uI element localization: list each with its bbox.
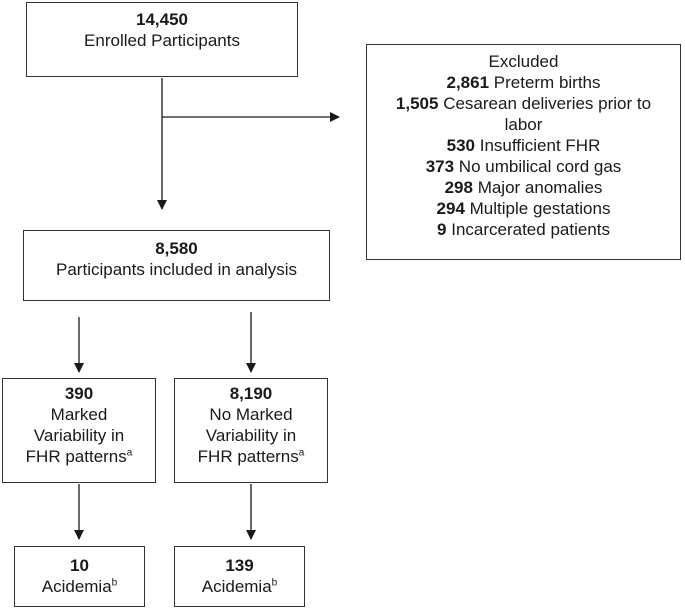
acidemia-marked-box: 10 Acidemiab: [14, 546, 145, 607]
marked-variability-box: 390 Marked Variability in FHR patternsa: [2, 378, 156, 483]
footnote-b: b: [111, 577, 118, 589]
acidemia-no-marked-box: 139 Acidemiab: [174, 546, 305, 607]
marked-line3: FHR patternsa: [3, 446, 155, 467]
excluded-item: 9 Incarcerated patients: [367, 219, 680, 240]
excluded-label: Insufficient FHR: [479, 136, 601, 155]
excluded-count: 9: [437, 220, 447, 239]
no-marked-line2: Variability in: [205, 426, 297, 445]
included-count: 8,580: [155, 239, 198, 258]
excluded-label: Major anomalies: [477, 178, 603, 197]
footnote-b: b: [271, 577, 278, 589]
acidemia-marked-label: Acidemia: [41, 577, 112, 596]
excluded-count: 373: [425, 157, 455, 176]
enrolled-count: 14,450: [136, 10, 188, 29]
acidemia-marked-line: Acidemiab: [15, 576, 144, 597]
excluded-title: Excluded: [488, 52, 559, 71]
acidemia-marked-count: 10: [70, 556, 89, 575]
excluded-item: 294 Multiple gestations: [367, 198, 680, 219]
no-marked-line3-text: FHR patterns: [197, 447, 299, 466]
acidemia-no-marked-label: Acidemia: [201, 577, 272, 596]
marked-line3-text: FHR patterns: [25, 447, 127, 466]
excluded-label: Incarcerated patients: [451, 220, 610, 239]
excluded-count: 2,861: [446, 73, 490, 92]
footnote-a: a: [298, 447, 305, 459]
marked-line1: Marked: [50, 405, 108, 424]
no-marked-count: 8,190: [229, 384, 273, 403]
footnote-a: a: [126, 447, 133, 459]
excluded-item: 298 Major anomalies: [367, 177, 680, 198]
excluded-item: 2,861 Preterm births: [367, 72, 680, 93]
excluded-count: 298: [444, 178, 473, 197]
acidemia-no-marked-count: 139: [225, 556, 254, 575]
marked-line2: Variability in: [33, 426, 125, 445]
marked-count: 390: [64, 384, 94, 403]
excluded-box: Excluded 2,861 Preterm births 1,505 Cesa…: [366, 44, 681, 260]
excluded-label: Multiple gestations: [469, 199, 611, 218]
excluded-count: 1,505: [395, 94, 439, 113]
excluded-item: 530 Insufficient FHR: [367, 135, 680, 156]
enrolled-label: Enrolled Participants: [84, 31, 240, 50]
excluded-count: 294: [436, 199, 465, 218]
enrolled-box: 14,450 Enrolled Participants: [26, 2, 298, 77]
included-box: 8,580 Participants included in analysis: [23, 230, 330, 301]
excluded-label: Cesarean deliveries prior to: [443, 94, 652, 113]
acidemia-no-marked-line: Acidemiab: [175, 576, 304, 597]
no-marked-line3: FHR patternsa: [175, 446, 327, 467]
no-marked-variability-box: 8,190 No Marked Variability in FHR patte…: [174, 378, 328, 483]
excluded-label: No umbilical cord gas: [458, 157, 622, 176]
excluded-label: Preterm births: [493, 73, 601, 92]
included-label: Participants included in analysis: [56, 260, 297, 279]
excluded-count: 530: [446, 136, 475, 155]
no-marked-line1: No Marked: [209, 405, 293, 424]
excluded-label-continued: labor: [504, 115, 543, 134]
excluded-item: 1,505 Cesarean deliveries prior to: [367, 93, 680, 114]
excluded-item: 373 No umbilical cord gas: [367, 156, 680, 177]
